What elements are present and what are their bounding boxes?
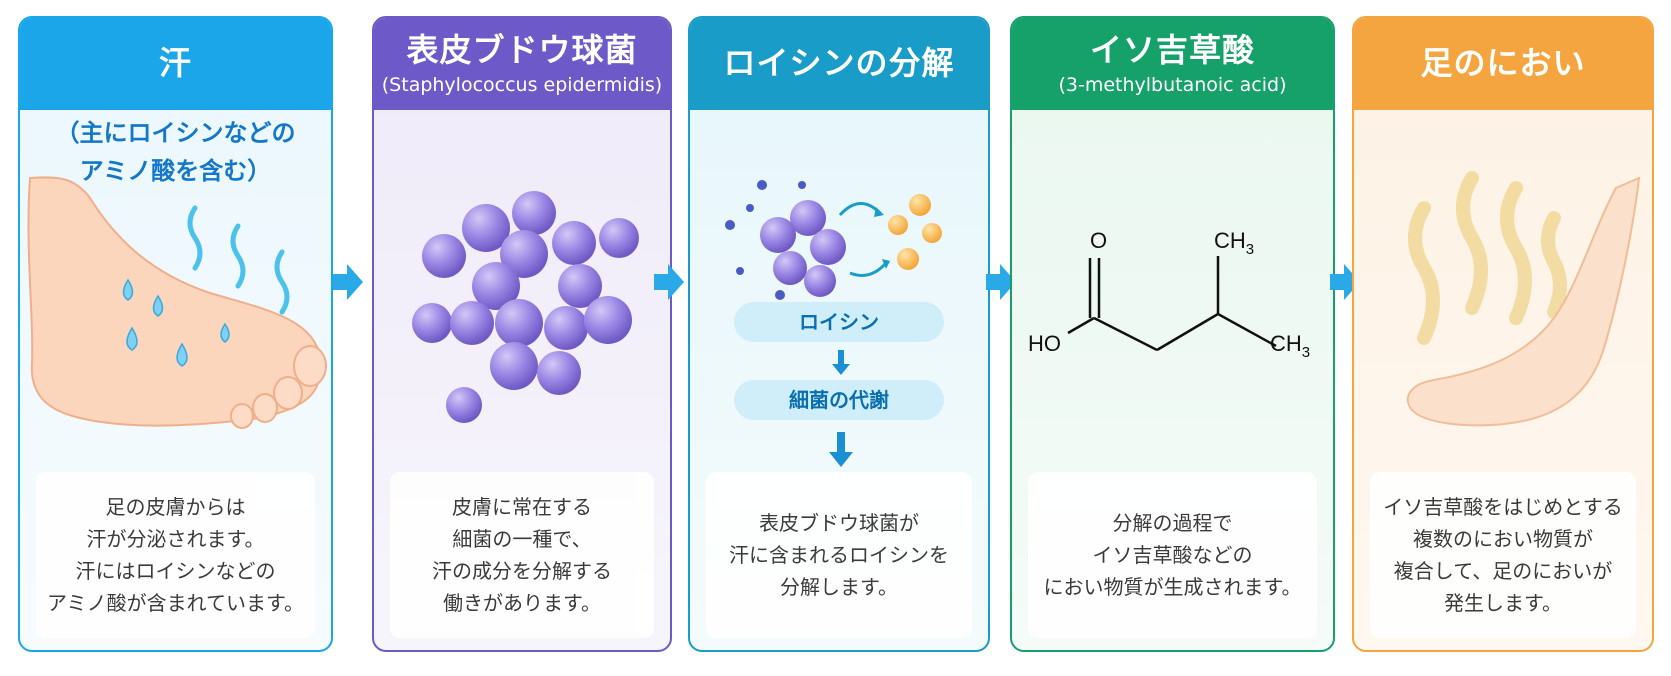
bacteria-cell-icon bbox=[412, 191, 639, 423]
panel-description: イソ吉草酸をはじめとする 複数のにおい物質が 複合して、足のにおいが 発生します… bbox=[1370, 472, 1636, 638]
panel-header: 汗 bbox=[20, 18, 331, 110]
step-metabolism: 細菌の代謝 bbox=[734, 380, 944, 420]
panel-subtitle: （主にロイシンなどの アミノ酸を含む） bbox=[55, 119, 296, 185]
panel-subtitle: (3-methylbutanoic acid) bbox=[1058, 74, 1287, 96]
panel-sweat: 汗 （主にロイシンなどの アミノ酸を含む） 足の皮膚からは 汗が分泌されます。 … bbox=[18, 16, 333, 652]
flow-arrow-icon bbox=[654, 264, 684, 300]
panel-header: イソ吉草酸 (3-methylbutanoic acid) bbox=[1012, 18, 1333, 110]
panel-title: ロイシンの分解 bbox=[723, 44, 955, 82]
vapor-wave-icon bbox=[187, 205, 290, 315]
atom-ho: HO bbox=[1028, 331, 1061, 356]
atom-o: O bbox=[1090, 228, 1107, 253]
toe-icon bbox=[293, 345, 327, 387]
foot-sweat-illustration bbox=[27, 176, 327, 429]
molecule-dot-icon bbox=[725, 180, 806, 300]
panel-title: 表皮ブドウ球菌 bbox=[406, 31, 638, 69]
panel-foot-odor: 足のにおい イソ吉草酸をはじめとする 複数のにおい物質が 複合して、足のにおいが… bbox=[1352, 16, 1654, 652]
group-ch3-top: CH3 bbox=[1214, 228, 1254, 258]
down-arrow-icon bbox=[829, 432, 853, 467]
bacteria-cluster-illustration bbox=[412, 191, 639, 423]
panel-description: 足の皮膚からは 汗が分泌されます。 汗にはロイシンなどの アミノ酸が含まれていま… bbox=[36, 472, 315, 638]
panel-leucine-breakdown: ロイシンの分解 bbox=[688, 16, 990, 652]
flow-arrow-icon bbox=[986, 264, 1016, 300]
panel-header: 表皮ブドウ球菌 (Staphylococcus epidermidis) bbox=[374, 18, 670, 110]
flow-arrow-icon bbox=[333, 264, 363, 300]
bacteria-cell-icon bbox=[760, 200, 846, 297]
panel-header: 足のにおい bbox=[1354, 18, 1652, 110]
odor-wave-icon bbox=[1408, 171, 1567, 345]
step-leucine: ロイシン bbox=[734, 302, 944, 342]
down-arrow-icon bbox=[832, 350, 850, 375]
panel-description: 表皮ブドウ球菌が 汗に含まれるロイシンを 分解します。 bbox=[706, 472, 972, 638]
flow-arrow-icon bbox=[1330, 264, 1360, 300]
sweat-drop-icon bbox=[122, 278, 230, 367]
odor-foot-illustration bbox=[1406, 171, 1641, 427]
cycle-arrow-icon bbox=[838, 202, 882, 217]
product-orb-icon bbox=[888, 194, 942, 270]
structural-formula: O HO CH3 CH3 bbox=[1028, 228, 1310, 361]
metabolism-illustration bbox=[725, 180, 942, 300]
foot-icon bbox=[1406, 176, 1641, 427]
panel-title: 汗 bbox=[158, 44, 192, 82]
panel-subtitle: (Staphylococcus epidermidis) bbox=[381, 74, 663, 96]
panel-description: 皮膚に常在する 細菌の一種で、 汗の成分を分解する 働きがあります。 bbox=[390, 472, 654, 638]
panel-header: ロイシンの分解 bbox=[690, 18, 988, 110]
panel-description: 分解の過程で イソ吉草酸などの におい物質が生成されます。 bbox=[1028, 472, 1317, 638]
panel-isovaleric-acid: イソ吉草酸 (3-methylbutanoic acid) O HO CH3 C… bbox=[1010, 16, 1335, 652]
foot-icon bbox=[27, 176, 322, 427]
panel-title: 足のにおい bbox=[1420, 44, 1586, 82]
panel-title: イソ吉草酸 bbox=[1089, 31, 1255, 69]
group-ch3-bottom: CH3 bbox=[1270, 331, 1310, 361]
panel-bacteria: 表皮ブドウ球菌 (Staphylococcus epidermidis) bbox=[372, 16, 672, 652]
